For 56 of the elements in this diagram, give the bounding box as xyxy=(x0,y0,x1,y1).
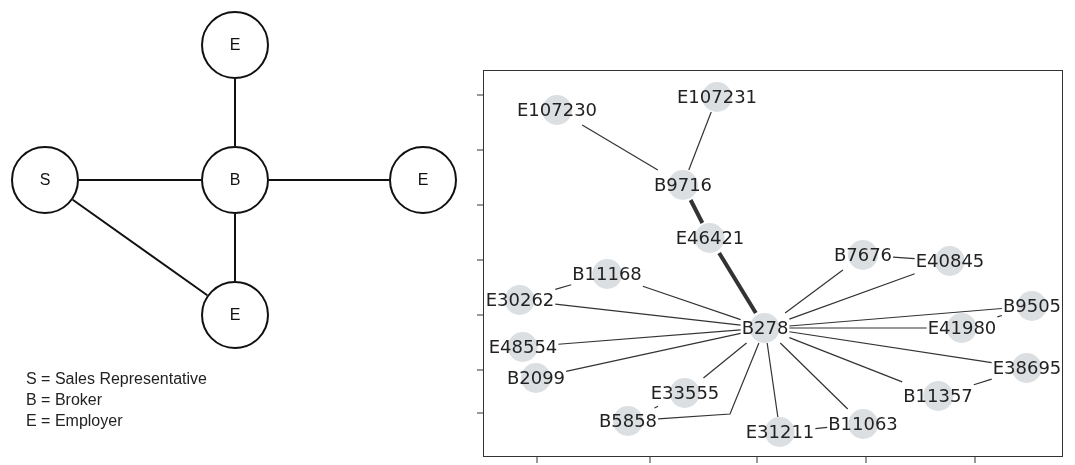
connector-line xyxy=(788,336,903,383)
graph-node: B11357 xyxy=(902,381,974,411)
graph-node: E107231 xyxy=(675,82,759,112)
graph-node: E33555 xyxy=(649,378,721,408)
graph-node: B9716 xyxy=(652,170,714,200)
graph-node: E30262 xyxy=(484,285,556,315)
connector-line xyxy=(996,314,1003,318)
connector-line xyxy=(234,213,236,282)
graph-node: B5858 xyxy=(597,406,659,436)
graph-node: E40845 xyxy=(914,246,986,276)
graph-node: E41980 xyxy=(926,313,998,343)
node-circle: S xyxy=(11,146,79,214)
graph-node: B11168 xyxy=(571,259,643,289)
connector-line xyxy=(814,426,828,430)
graph-node: E38695 xyxy=(991,353,1063,383)
node-circle: E xyxy=(201,11,269,79)
node-circle: B xyxy=(201,146,269,214)
legend-text: B = Broker xyxy=(26,391,104,409)
connector-line xyxy=(71,198,209,297)
connector-line xyxy=(234,78,236,147)
graph-node: E107230 xyxy=(515,95,599,125)
connector-line xyxy=(788,331,993,364)
connector-line xyxy=(779,342,849,410)
connector-line xyxy=(642,285,742,321)
legend-text: S = Sales Representative xyxy=(26,370,207,388)
connector-line xyxy=(557,329,742,345)
graph-node: B9505 xyxy=(1001,291,1063,321)
graph-node: B7676 xyxy=(832,240,894,270)
graph-node: B11063 xyxy=(827,409,899,439)
connector-line xyxy=(973,378,993,386)
graph-node: E46421 xyxy=(674,223,746,253)
connector-line xyxy=(688,199,705,224)
graph-node: E31211 xyxy=(744,417,816,447)
connector-line xyxy=(565,332,742,373)
graph-node: B278 xyxy=(740,313,790,343)
connector-line xyxy=(766,342,779,418)
connector-line xyxy=(688,111,712,171)
graph-node: B2099 xyxy=(505,363,567,393)
connector-line xyxy=(268,179,390,181)
connector-line xyxy=(788,273,916,320)
connector-line xyxy=(788,327,928,329)
connector-line xyxy=(581,124,659,171)
connector-line xyxy=(788,307,1003,327)
connector-line xyxy=(784,269,844,314)
node-circle: E xyxy=(201,281,269,349)
connector-line xyxy=(653,405,659,409)
legend-text: E = Employer xyxy=(26,412,124,430)
connector-line xyxy=(702,342,748,379)
node-circle: E xyxy=(389,146,457,214)
connector-line xyxy=(892,256,916,260)
connector-line xyxy=(717,251,758,315)
connector-line xyxy=(78,179,202,181)
connector-line xyxy=(554,284,572,291)
graph-node: E48554 xyxy=(487,332,559,362)
connector-line xyxy=(657,342,760,420)
connector-line xyxy=(554,303,742,326)
